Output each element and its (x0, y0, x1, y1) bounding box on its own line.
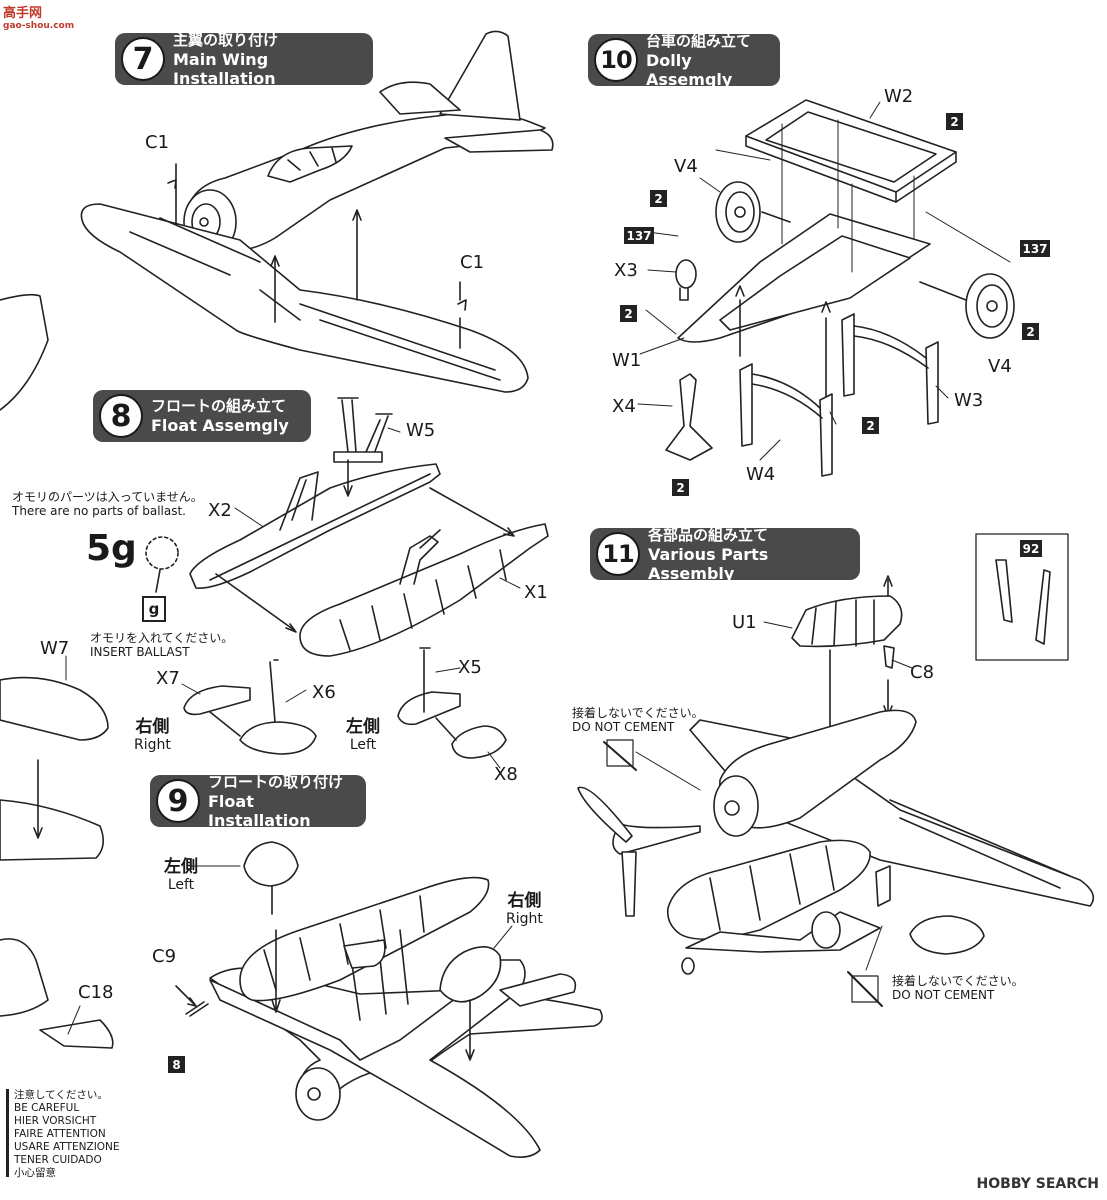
part-label-c8: C8 (910, 662, 935, 683)
step-number: 8 (99, 394, 143, 438)
part-label-v4: V4 (674, 156, 698, 177)
ballast-icon: g (142, 596, 166, 622)
part-label-w3: W3 (954, 390, 984, 411)
part-label-x3: X3 (614, 260, 638, 281)
part-label-x6: X6 (312, 682, 336, 703)
step-number: 10 (594, 38, 638, 82)
quantity-badge: 8 (168, 1056, 185, 1073)
part-label-u1: U1 (732, 612, 757, 633)
part-label-x1: X1 (524, 582, 548, 603)
part-label-c1: C1 (460, 252, 485, 273)
step-number: 7 (121, 37, 165, 81)
quantity-badge: 137 (1020, 240, 1050, 257)
part-label-x7: X7 (156, 668, 180, 689)
side-left-label: 左側 Left (164, 857, 198, 893)
quantity-badge: 2 (620, 305, 637, 322)
part-label-w5: W5 (406, 420, 436, 441)
part-label-x4: X4 (612, 396, 636, 417)
step-title-en: Dolly Assemgly (646, 50, 733, 89)
quantity-badge: 2 (650, 190, 667, 207)
step7-aircraft (80, 30, 554, 393)
step-7-header: 7 主翼の取り付け Main Wing Installation (115, 30, 373, 88)
watermark: HOBBY SEARCH (976, 1176, 1099, 1192)
quantity-badge: 2 (862, 417, 879, 434)
step-title-en: Various Parts Assembly (648, 544, 769, 583)
step-8-header: 8 フロートの組み立て Float Assemgly (93, 390, 311, 442)
leader-lines (65, 101, 949, 1035)
ballast-note: オモリのパーツは入っていません。 There are no parts of b… (12, 490, 203, 518)
side-right-label: 右側 Right (506, 891, 543, 927)
step-title-en: Float Installation (208, 791, 311, 830)
step-number: 9 (156, 779, 200, 823)
quantity-badge: 2 (1022, 323, 1039, 340)
quantity-badge: 2 (672, 479, 689, 496)
step-title-jp: 台車の組み立て (646, 31, 752, 50)
step-title-en: Float Assemgly (151, 416, 289, 435)
part-label-x5: X5 (458, 657, 482, 678)
step-title-jp: 各部品の組み立て (648, 525, 769, 544)
step-9-header: 9 フロートの取り付け Float Installation (150, 772, 366, 830)
step9-aircraft (175, 841, 603, 1158)
quantity-badge: 92 (1020, 540, 1042, 557)
step-title-jp: フロートの組み立て (151, 397, 287, 415)
side-right-label: 右側 Right (134, 717, 171, 753)
step-number: 11 (596, 532, 640, 576)
site-logo: 高手网 gao-shou.com (3, 6, 75, 31)
step-title-en: Main Wing Installation (173, 49, 276, 88)
part-label-x8: X8 (494, 764, 518, 785)
ballast-weight: 5g (86, 528, 137, 569)
part-label-w7: W7 (40, 638, 70, 659)
step-title-jp: 主翼の取り付け (173, 30, 279, 49)
quantity-badge: 2 (946, 113, 963, 130)
do-not-cement-note: 接着しないでください。 DO NOT CEMENT (572, 706, 704, 734)
caution-bar (6, 1089, 9, 1177)
step8-float (145, 397, 549, 759)
part-label-w4: W4 (746, 464, 776, 485)
quantity-badge: 137 (624, 227, 654, 244)
do-not-cement-note: 接着しないでください。 DO NOT CEMENT (892, 974, 1024, 1002)
part-label-c1: C1 (145, 132, 170, 153)
part-label-x2: X2 (208, 500, 232, 521)
part-label-v4: V4 (988, 356, 1012, 377)
part-label-w2: W2 (884, 86, 914, 107)
insert-ballast-note: オモリを入れてください。 INSERT BALLAST (90, 631, 234, 659)
step-10-header: 10 台車の組み立て Dolly Assemgly (588, 31, 780, 89)
step-11-header: 11 各部品の組み立て Various Parts Assembly (590, 525, 860, 583)
part-label-w1: W1 (612, 350, 642, 371)
step11-aircraft (577, 533, 1095, 1007)
side-left-label: 左側 Left (346, 717, 380, 753)
part-label-c18: C18 (78, 982, 114, 1003)
step10-dolly (665, 99, 1015, 477)
caution-notice: 注意してください。 BE CAREFUL HIER VORSICHT FAIRE… (14, 1089, 120, 1179)
part-label-c9: C9 (152, 946, 177, 967)
step-title-jp: フロートの取り付け (208, 772, 344, 791)
